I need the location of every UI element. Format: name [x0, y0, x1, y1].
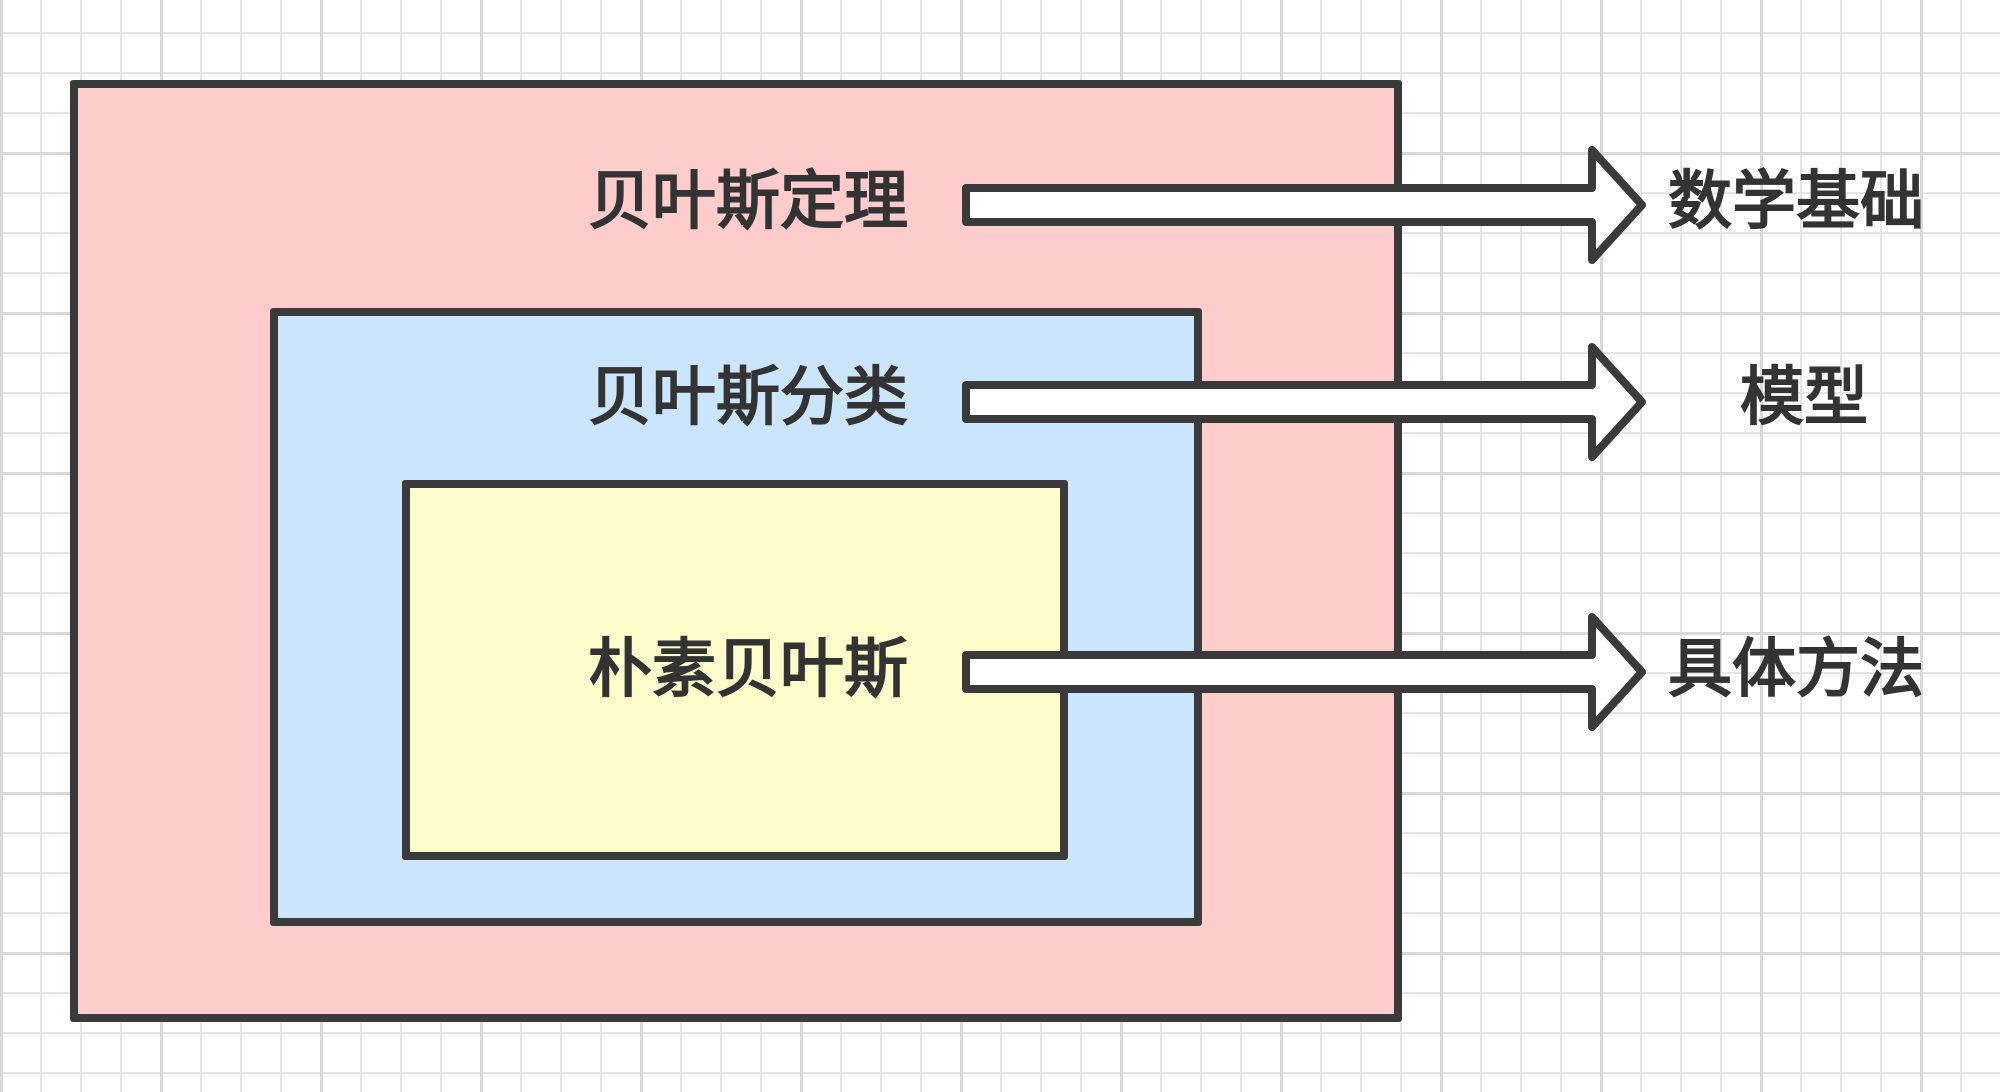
naive-bayes-label: 朴素贝叶斯	[588, 633, 908, 707]
model-label: 模型	[1740, 361, 1868, 435]
concrete-method-label: 具体方法	[1668, 633, 1924, 707]
bayes-classification-label: 贝叶斯分类	[588, 361, 908, 435]
bayes-theorem-label: 贝叶斯定理	[588, 165, 908, 239]
naive-bayes-box	[402, 480, 1068, 860]
math-foundation-label: 数学基础	[1668, 165, 1924, 239]
